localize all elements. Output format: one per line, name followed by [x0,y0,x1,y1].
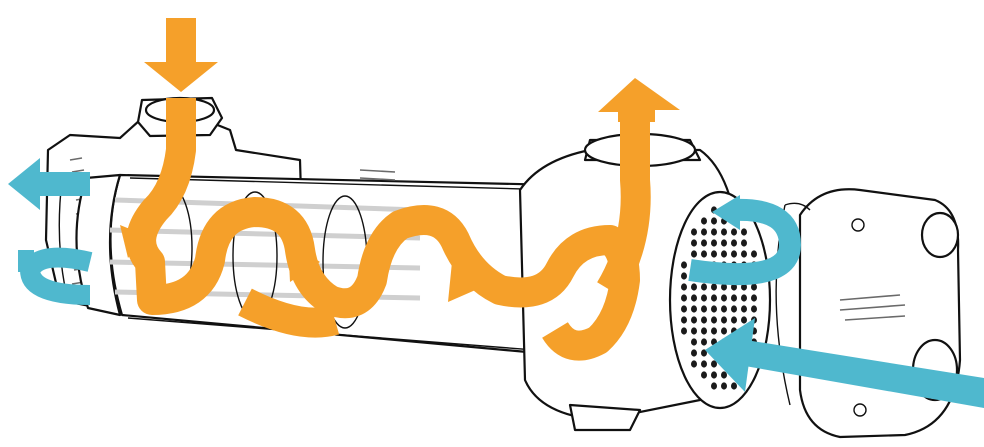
tube-hole [701,338,707,345]
tube-hole [701,283,707,290]
tube-hole [691,250,697,257]
tube-hole [711,382,717,389]
tube-hole [721,371,727,378]
tube-hole [731,305,737,312]
tube-hole [691,338,697,345]
tube-hole [721,228,727,235]
tube-hole [721,316,727,323]
tube-hole [711,305,717,312]
end-cover [800,189,960,437]
tube-hole [681,261,687,268]
tube-hole [721,305,727,312]
tube-hole [701,228,707,235]
tube-hole [701,316,707,323]
tube-hole [701,327,707,334]
tube-hole [741,239,747,246]
tube-hole [681,272,687,279]
tube-hole [701,305,707,312]
tube-hole [721,294,727,301]
tube-hole [731,294,737,301]
tube-hole [701,294,707,301]
hot-fluid-inlet-arrow [144,18,218,92]
tube-hole [691,360,697,367]
tube-hole [731,228,737,235]
tube-hole [741,316,747,323]
tube-hole [721,239,727,246]
tube-hole [691,349,697,356]
tube-hole [681,294,687,301]
tube-hole [731,250,737,257]
tube-hole [701,217,707,224]
tube-hole [711,228,717,235]
tube-hole [731,316,737,323]
tube-hole [691,294,697,301]
tube-hole [721,382,727,389]
hot-fluid-outlet-arrow [598,78,680,122]
tube-hole [711,327,717,334]
tube-hole [701,360,707,367]
tube-hole [751,294,757,301]
tube-hole [681,316,687,323]
tube-hole [691,239,697,246]
tube-hole [691,316,697,323]
tube-hole [751,305,757,312]
tube-hole [711,371,717,378]
tube-hole [711,250,717,257]
tube-hole [741,305,747,312]
tube-hole [711,283,717,290]
tube-hole [691,228,697,235]
tube-hole [721,250,727,257]
tube-hole [701,239,707,246]
cold-fluid-left-tip [18,250,34,272]
tube-hole [731,239,737,246]
tube-hole [711,294,717,301]
tube-hole [711,239,717,246]
tube-hole [741,250,747,257]
tube-hole [691,327,697,334]
tube-hole [701,371,707,378]
tube-hole [681,305,687,312]
tube-hole [751,250,757,257]
tube-hole [751,283,757,290]
tube-hole [691,283,697,290]
tube-hole [721,327,727,334]
tube-hole [731,382,737,389]
tube-hole [711,316,717,323]
tube-hole [681,283,687,290]
tube-hole [741,228,747,235]
tube-hole [711,217,717,224]
tube-sheet [670,192,770,408]
tube-hole [691,305,697,312]
tube-hole [741,294,747,301]
tube-hole [681,327,687,334]
tube-hole [701,250,707,257]
